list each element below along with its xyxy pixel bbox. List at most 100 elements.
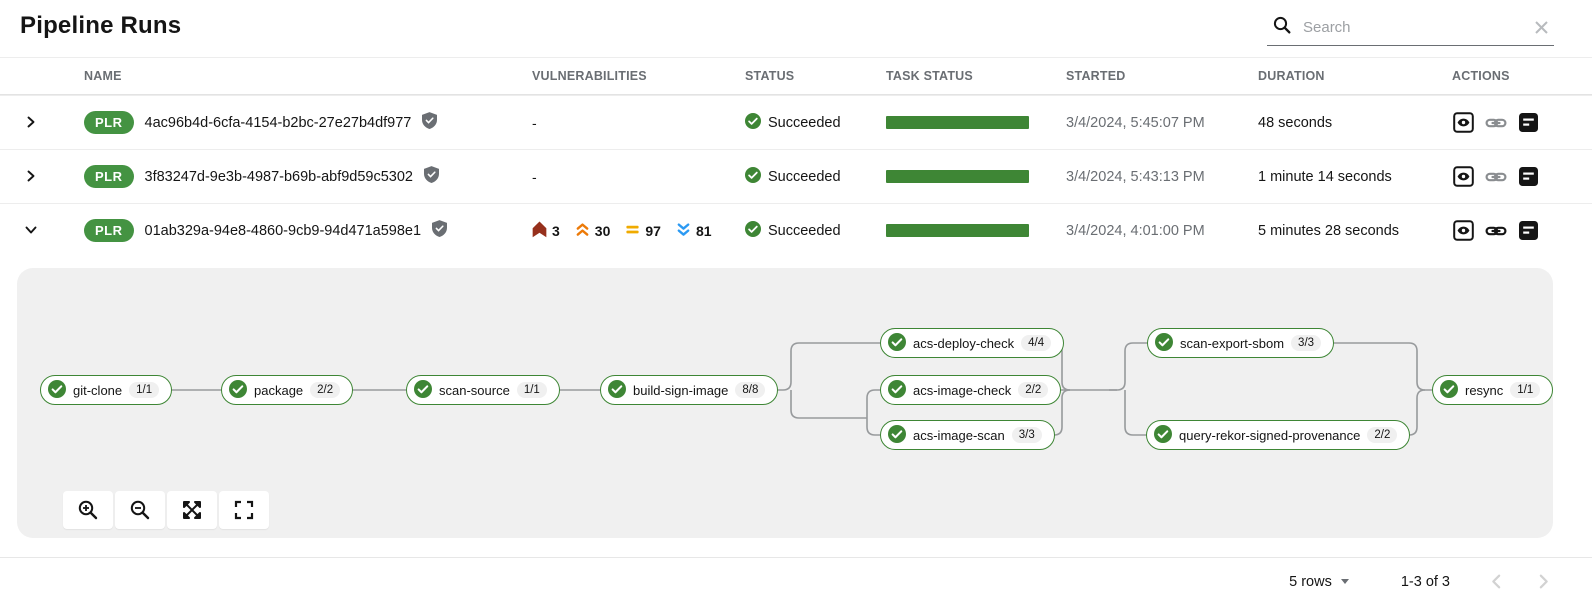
signed-shield-icon bbox=[432, 219, 448, 242]
severity-medium-icon bbox=[625, 222, 640, 240]
search-clear-icon[interactable] bbox=[1531, 19, 1552, 36]
fit-to-screen-button[interactable] bbox=[167, 491, 217, 529]
previous-page-button[interactable] bbox=[1486, 571, 1507, 592]
resource-kind-badge: PLR bbox=[84, 165, 134, 188]
fullscreen-button[interactable] bbox=[219, 491, 269, 529]
critical-count: 3 bbox=[552, 222, 560, 239]
chevron-right-icon bbox=[1539, 574, 1548, 589]
task-step-badge: 1/1 bbox=[516, 382, 547, 398]
task-succeeded-icon bbox=[888, 424, 906, 446]
next-page-button[interactable] bbox=[1533, 571, 1554, 592]
duration: 48 seconds bbox=[1258, 114, 1333, 131]
view-output-button[interactable] bbox=[1452, 219, 1475, 242]
task-step-badge: 1/1 bbox=[1510, 382, 1541, 398]
pipelinerun-name: 3f83247d-9e3b-4987-b69b-abf9d59c5302 bbox=[144, 168, 413, 185]
task-label: scan-export-sbom bbox=[1180, 335, 1285, 351]
link-icon bbox=[1485, 172, 1507, 181]
task-label: package bbox=[254, 382, 304, 398]
task-succeeded-icon bbox=[48, 379, 66, 401]
expand-arrows-icon bbox=[183, 501, 201, 519]
rows-per-page-value: 5 rows bbox=[1289, 573, 1332, 590]
high-count: 30 bbox=[594, 222, 611, 239]
resource-kind-badge: PLR bbox=[84, 111, 134, 134]
col-actions: ACTIONS bbox=[1452, 69, 1510, 83]
search-input[interactable] bbox=[1303, 19, 1531, 36]
low-count: 81 bbox=[695, 222, 712, 239]
severity-critical-icon bbox=[532, 221, 547, 241]
eye-icon bbox=[1453, 220, 1474, 241]
task-node-acs-deploy-check[interactable]: acs-deploy-check 4/4 bbox=[880, 328, 1065, 358]
task-label: acs-image-scan bbox=[913, 427, 1005, 443]
expand-row-button[interactable] bbox=[20, 111, 42, 133]
expand-row-button[interactable] bbox=[20, 165, 42, 187]
task-step-badge: 4/4 bbox=[1021, 335, 1052, 351]
fullscreen-icon bbox=[234, 500, 254, 520]
col-name: NAME bbox=[84, 69, 122, 83]
task-step-badge: 2/2 bbox=[310, 382, 341, 398]
sbom-link-button[interactable] bbox=[1484, 165, 1508, 189]
zoom-in-icon bbox=[78, 500, 98, 520]
top-bar: Pipeline Runs bbox=[0, 0, 1592, 57]
collapse-row-button[interactable] bbox=[20, 219, 42, 241]
task-step-badge: 1/1 bbox=[129, 382, 160, 398]
table-row: PLR 3f83247d-9e3b-4987-b69b-abf9d59c5302… bbox=[0, 149, 1592, 203]
rows-per-page-select[interactable]: 5 rows bbox=[1289, 574, 1349, 590]
vulnerabilities-cell: 3 30 97 81 bbox=[532, 221, 745, 241]
logs-icon bbox=[1519, 221, 1538, 240]
pipelinerun-name: 01ab329a-94e8-4860-9cb9-94d471a598e1 bbox=[144, 222, 422, 239]
view-output-button[interactable] bbox=[1452, 111, 1475, 134]
col-duration: DURATION bbox=[1258, 69, 1325, 83]
task-succeeded-icon bbox=[1440, 379, 1458, 401]
zoom-out-icon bbox=[130, 500, 150, 520]
col-task-status: TASK STATUS bbox=[886, 69, 973, 83]
task-succeeded-icon bbox=[1155, 332, 1173, 354]
zoom-out-button[interactable] bbox=[115, 491, 165, 529]
signed-shield-icon bbox=[423, 165, 439, 188]
sbom-link-button[interactable] bbox=[1484, 111, 1508, 135]
task-status-bar bbox=[886, 116, 1029, 129]
table-row: PLR 01ab329a-94e8-4860-9cb9-94d471a598e1… bbox=[0, 203, 1592, 257]
task-step-badge: 3/3 bbox=[1291, 335, 1322, 351]
task-label: acs-image-check bbox=[913, 382, 1012, 398]
chevron-left-icon bbox=[1492, 574, 1501, 589]
view-output-button[interactable] bbox=[1452, 165, 1475, 188]
eye-icon bbox=[1453, 166, 1474, 187]
task-succeeded-icon bbox=[1154, 424, 1172, 446]
medium-count: 97 bbox=[645, 222, 661, 239]
succeeded-check-icon bbox=[745, 112, 761, 133]
zoom-in-button[interactable] bbox=[63, 491, 113, 529]
col-status: STATUS bbox=[745, 69, 795, 83]
eye-icon bbox=[1453, 112, 1474, 133]
page-title: Pipeline Runs bbox=[20, 12, 182, 39]
view-logs-button[interactable] bbox=[1517, 219, 1540, 242]
status-label: Succeeded bbox=[768, 222, 841, 239]
task-node-acs-image-check[interactable]: acs-image-check 2/2 bbox=[880, 375, 1062, 405]
started-timestamp: 3/4/2024, 4:01:00 PM bbox=[1066, 222, 1205, 239]
duration: 5 minutes 28 seconds bbox=[1258, 222, 1400, 239]
task-status-bar bbox=[886, 224, 1029, 237]
chevron-right-icon bbox=[27, 116, 35, 128]
table-header: NAME VULNERABILITIES STATUS TASK STATUS … bbox=[0, 57, 1592, 95]
task-succeeded-icon bbox=[608, 379, 626, 401]
sbom-link-button[interactable] bbox=[1484, 219, 1508, 243]
task-node-scan-export-sbom[interactable]: scan-export-sbom 3/3 bbox=[1147, 328, 1335, 358]
task-node-package[interactable]: package 2/2 bbox=[221, 375, 354, 405]
view-logs-button[interactable] bbox=[1517, 165, 1540, 188]
severity-low-icon bbox=[676, 222, 691, 240]
severity-high-icon bbox=[575, 222, 590, 240]
resource-kind-badge: PLR bbox=[84, 219, 134, 242]
task-step-badge: 2/2 bbox=[1018, 382, 1049, 398]
caret-down-icon bbox=[1340, 579, 1349, 584]
task-label: acs-deploy-check bbox=[913, 335, 1015, 351]
vulnerabilities-cell: - bbox=[532, 114, 537, 131]
task-succeeded-icon bbox=[888, 379, 906, 401]
vulnerabilities-cell: - bbox=[532, 168, 537, 185]
view-logs-button[interactable] bbox=[1517, 111, 1540, 134]
task-status-bar bbox=[886, 170, 1029, 183]
